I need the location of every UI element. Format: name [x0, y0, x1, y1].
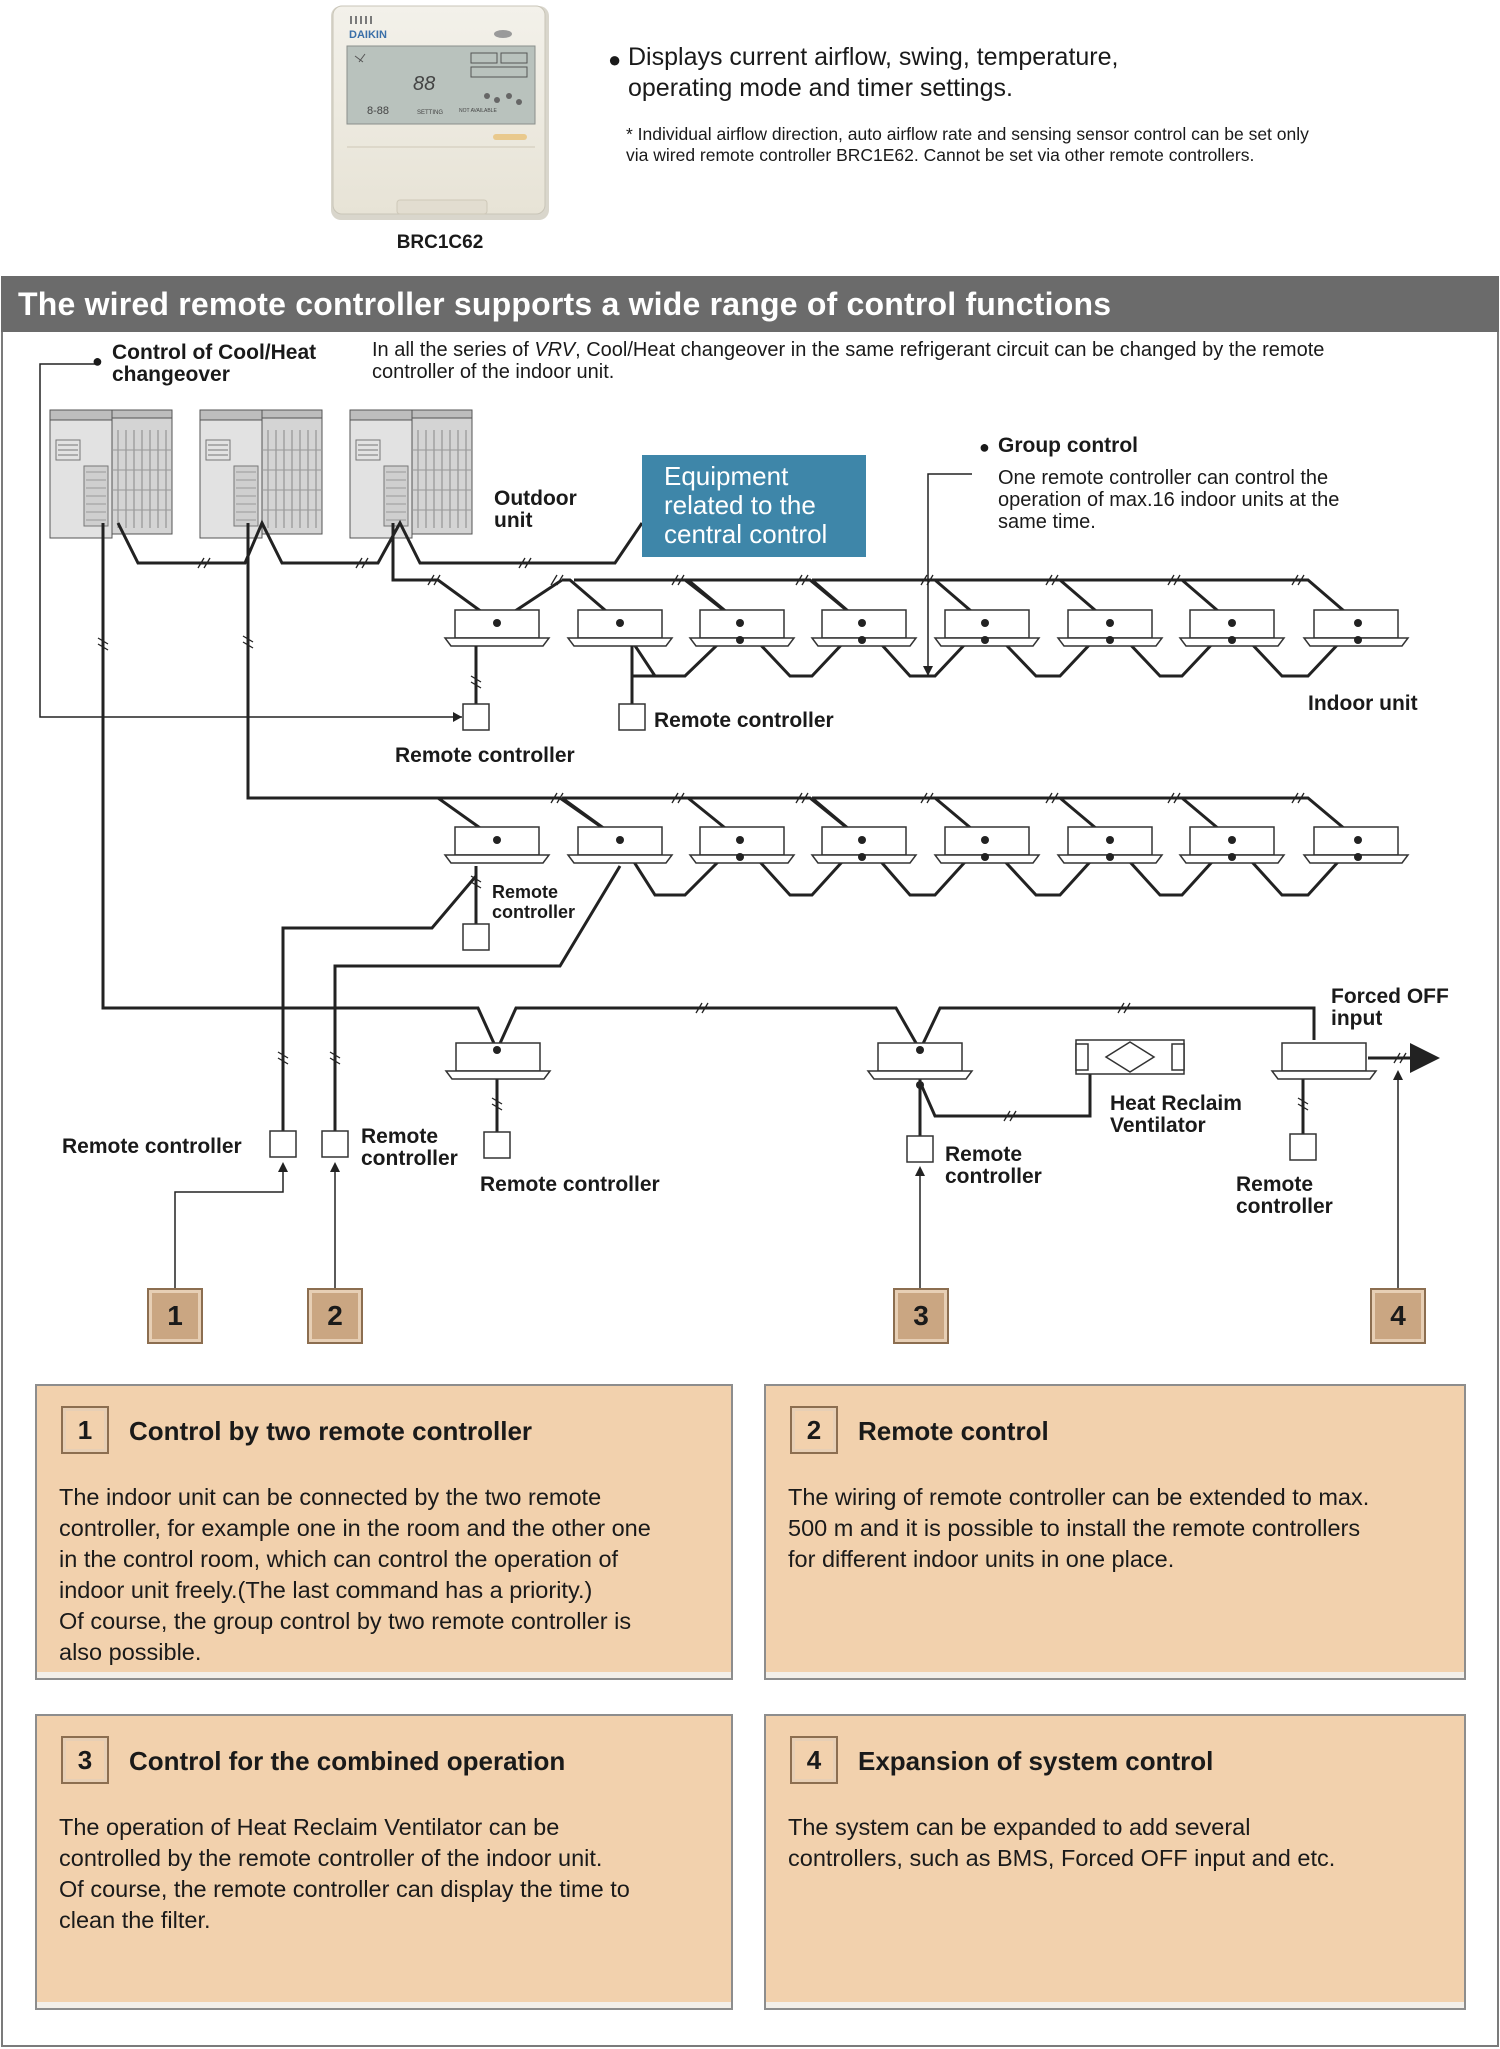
bullet-icon: ● — [979, 437, 990, 457]
info-card-1: 1 Control by two remote controller The i… — [35, 1384, 733, 1680]
info-card-4: 4 Expansion of system control The system… — [764, 1714, 1466, 2010]
card-title: Remote control — [858, 1416, 1049, 1446]
group-control-description: One remote controller can control the op… — [998, 467, 1340, 533]
remote-controller-label-8: Remote controller — [1236, 1173, 1333, 1218]
lcd-timer-readout: 8-88 — [367, 105, 389, 117]
cool-heat-description: In all the series of VRV, Cool/Heat chan… — [372, 339, 1324, 383]
callout-2: 2 — [307, 1288, 363, 1344]
cool-heat-desc-post: , Cool/Heat changeover in the same refri… — [372, 339, 1325, 383]
card-title: Expansion of system control — [858, 1746, 1214, 1776]
card-body: The system can be expanded to add severa… — [788, 1814, 1336, 1871]
card-number: 4 — [790, 1736, 838, 1784]
bullet-icon: ● — [92, 351, 103, 371]
card-number: 2 — [790, 1406, 838, 1454]
callout-4: 4 — [1370, 1288, 1426, 1344]
central-control-box: Equipment related to the central control — [642, 455, 866, 557]
card-title: Control by two remote controller — [129, 1416, 533, 1446]
remote-controller-label-6: Remote controller — [480, 1173, 660, 1196]
card-body: The indoor unit can be connected by the … — [59, 1484, 651, 1665]
cool-heat-title: Control of Cool/Heat changeover — [112, 341, 317, 386]
info-card-2: 2 Remote control The wiring of remote co… — [764, 1384, 1466, 1680]
card-title: Control for the combined operation — [129, 1746, 566, 1776]
bullet-icon: ● — [608, 47, 622, 72]
card-body: The wiring of remote controller can be e… — [788, 1484, 1370, 1572]
lcd-not-available-label: NOT AVAILABLE — [459, 108, 497, 114]
section-header: The wired remote controller supports a w… — [1, 276, 1499, 332]
feature-note: * Individual airflow direction, auto air… — [626, 124, 1309, 165]
card-number: 1 — [61, 1406, 109, 1454]
vrv-term: VRV — [534, 339, 576, 361]
section-frame — [1, 276, 1499, 2047]
callout-1: 1 — [147, 1288, 203, 1344]
group-control-title: Group control — [998, 434, 1138, 457]
remote-controller-label-5: Remote controller — [361, 1125, 458, 1170]
heat-reclaim-ventilator — [1075, 1039, 1185, 1075]
outdoor-unit-group — [49, 409, 473, 539]
info-card-3: 3 Control for the combined operation The… — [35, 1714, 733, 2010]
feature-text: Displays current airflow, swing, tempera… — [628, 43, 1119, 102]
indoor-units-row-3 — [445, 1042, 1377, 1080]
card-number: 3 — [61, 1736, 109, 1784]
indoor-units-row-1 — [444, 609, 1409, 647]
indoor-unit-label: Indoor unit — [1308, 692, 1418, 715]
central-control-label: Equipment related to the central control — [664, 461, 828, 549]
remote-controller-label-2: Remote controller — [654, 709, 834, 732]
card-body: The operation of Heat Reclaim Ventilator… — [59, 1814, 630, 1933]
lcd-temp-readout: 88 — [413, 73, 435, 95]
forced-off-label: Forced OFF input — [1331, 985, 1449, 1030]
remote-controller-photo: DAIKIN 88 8-88 SETTING NOT AVAILABLE — [331, 5, 549, 220]
indoor-units-row-2 — [444, 826, 1409, 864]
model-label: BRC1C62 — [396, 232, 484, 253]
remote-controller-label-4: Remote controller — [62, 1135, 242, 1158]
outdoor-unit-label: Outdoor unit — [494, 487, 577, 532]
system-wiring-diagram — [39, 363, 1440, 1290]
cool-heat-desc-pre: In all the series of — [372, 339, 535, 361]
remote-controller-label-7: Remote controller — [945, 1143, 1042, 1188]
remote-controller-label-3: Remote controller — [492, 882, 576, 922]
brand-logo: DAIKIN — [349, 29, 387, 41]
heat-reclaim-label: Heat Reclaim Ventilator — [1110, 1092, 1242, 1137]
lcd-setting-label: SETTING — [417, 110, 443, 116]
callout-3: 3 — [893, 1288, 949, 1344]
remote-controller-label-1: Remote controller — [395, 744, 575, 767]
section-title: The wired remote controller supports a w… — [18, 286, 1112, 322]
